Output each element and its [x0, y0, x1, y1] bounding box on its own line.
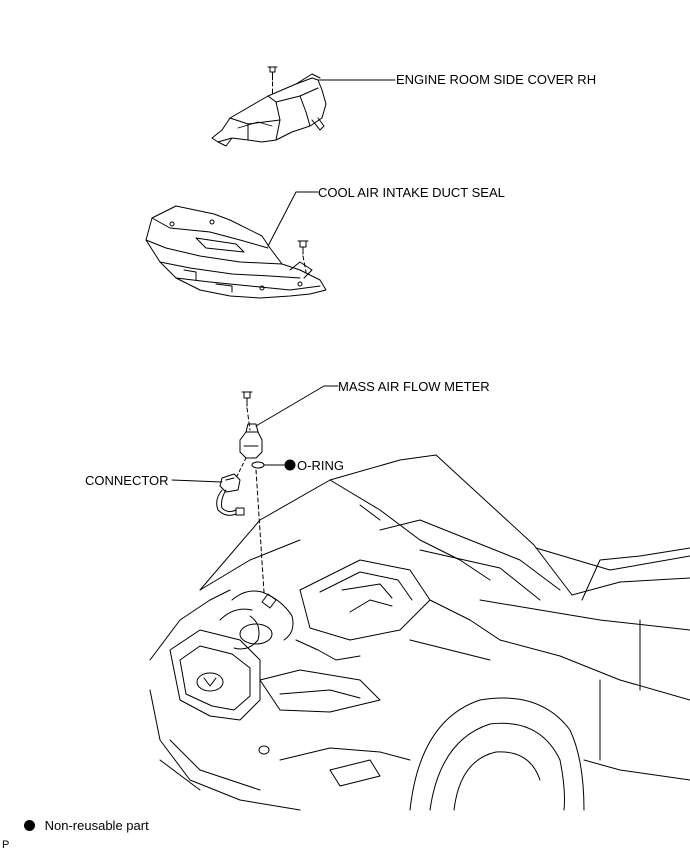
corner-mark: P	[2, 839, 10, 851]
cool-air-intake-duct-seal	[146, 206, 326, 298]
label-mass-air-flow-meter: MASS AIR FLOW METER	[338, 379, 490, 394]
leader-duct-seal	[268, 192, 318, 246]
non-reusable-dot-icon	[24, 820, 35, 831]
vehicle-front	[150, 455, 690, 810]
label-engine-room-side-cover: ENGINE ROOM SIDE COVER RH	[396, 72, 597, 87]
leader-mass-air-flow-meter	[256, 386, 338, 426]
label-cool-air-intake-duct-seal: COOL AIR INTAKE DUCT SEAL	[318, 185, 505, 200]
mass-air-flow-meter	[236, 392, 264, 592]
engine-room-side-cover	[212, 67, 326, 146]
leader-lines	[172, 80, 395, 482]
front-wheel	[410, 698, 584, 810]
label-connector: CONNECTOR	[85, 473, 169, 488]
legend: Non-reusable part	[24, 818, 149, 833]
legend-label: Non-reusable part	[44, 818, 149, 833]
leader-connector	[172, 480, 222, 482]
duct-seal-clip	[298, 241, 308, 272]
o-ring-non-reusable-dot	[284, 459, 296, 471]
label-o-ring: O-RING	[297, 458, 344, 473]
front-grille	[170, 630, 260, 720]
connector-harness	[217, 474, 244, 515]
